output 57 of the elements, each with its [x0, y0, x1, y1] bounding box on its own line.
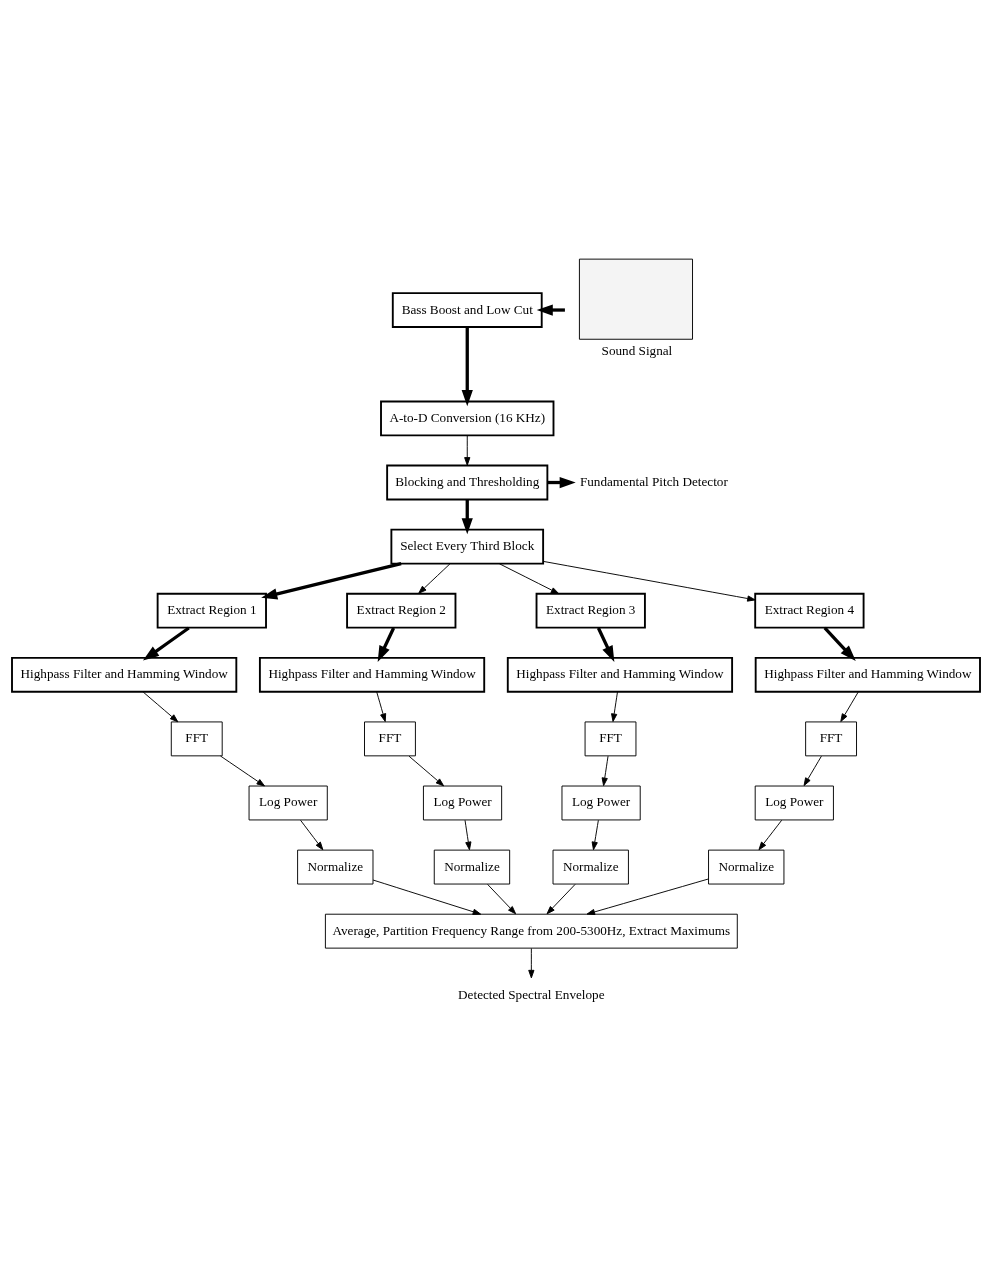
node-box: Highpass Filter and Hamming Window	[11, 656, 238, 693]
node-text: Fundamental Pitch Detector	[579, 474, 728, 490]
node-box: Highpass Filter and Hamming Window	[754, 656, 981, 693]
node-box: Extract Region 4	[754, 592, 865, 629]
arrow	[586, 878, 709, 915]
node-box: Highpass Filter and Hamming Window	[258, 656, 486, 693]
node-box: FFT	[805, 721, 857, 757]
node-box: Extract Region 1	[156, 592, 267, 629]
arrow	[461, 499, 473, 535]
arrow	[546, 883, 576, 915]
node-box: Highpass Filter and Hamming Window	[506, 656, 734, 693]
node-box: Log Power	[561, 785, 641, 821]
node-box: FFT	[170, 721, 223, 757]
node-box: FFT	[364, 721, 416, 757]
arrow	[372, 879, 482, 915]
node-box: Log Power	[248, 785, 328, 821]
arrow	[418, 563, 451, 594]
arrow	[408, 755, 445, 787]
arrow	[823, 626, 856, 662]
node-label: Sound Signal	[601, 343, 673, 359]
node-box: Extract Region 3	[535, 592, 646, 629]
arrow	[261, 562, 402, 600]
node-box: Normalize	[297, 849, 374, 885]
node-box: FFT	[584, 721, 637, 757]
node-box: Normalize	[433, 849, 511, 885]
arrow	[758, 819, 783, 851]
arrow	[542, 560, 756, 602]
node-box: A-to-D Conversion (16 KHz)	[380, 400, 555, 437]
arrow	[461, 327, 473, 407]
arrow	[220, 755, 265, 787]
arrow	[464, 819, 472, 851]
arrow	[464, 435, 471, 466]
arrow	[142, 626, 190, 661]
arrow	[498, 563, 560, 595]
arrow	[591, 819, 599, 851]
arrow	[596, 627, 615, 662]
node-box: Average, Partition Frequency Range from 200-5300Hz, Extract Maximums	[324, 913, 738, 949]
node-box: Blocking and Thresholding	[386, 464, 549, 501]
arrow	[536, 304, 565, 316]
node-box: Normalize	[708, 849, 785, 885]
arrow	[803, 755, 822, 787]
arrow	[142, 691, 179, 723]
node-box: Normalize	[552, 849, 629, 885]
node-box: Select Every Third Block	[390, 528, 545, 565]
arrow	[840, 691, 859, 722]
arrow	[611, 691, 618, 722]
node-text: Detected Spectral Envelope	[458, 986, 605, 1002]
arrow	[376, 691, 387, 722]
node-box: Log Power	[422, 785, 503, 821]
arrow	[300, 819, 324, 851]
node-box: Extract Region 2	[346, 592, 457, 629]
node-box: Log Power	[754, 785, 834, 821]
arrow	[528, 948, 535, 979]
arrow	[487, 883, 517, 915]
arrow	[601, 755, 609, 787]
arrow	[377, 627, 396, 662]
node-box: Bass Boost and Low Cut	[391, 292, 543, 328]
